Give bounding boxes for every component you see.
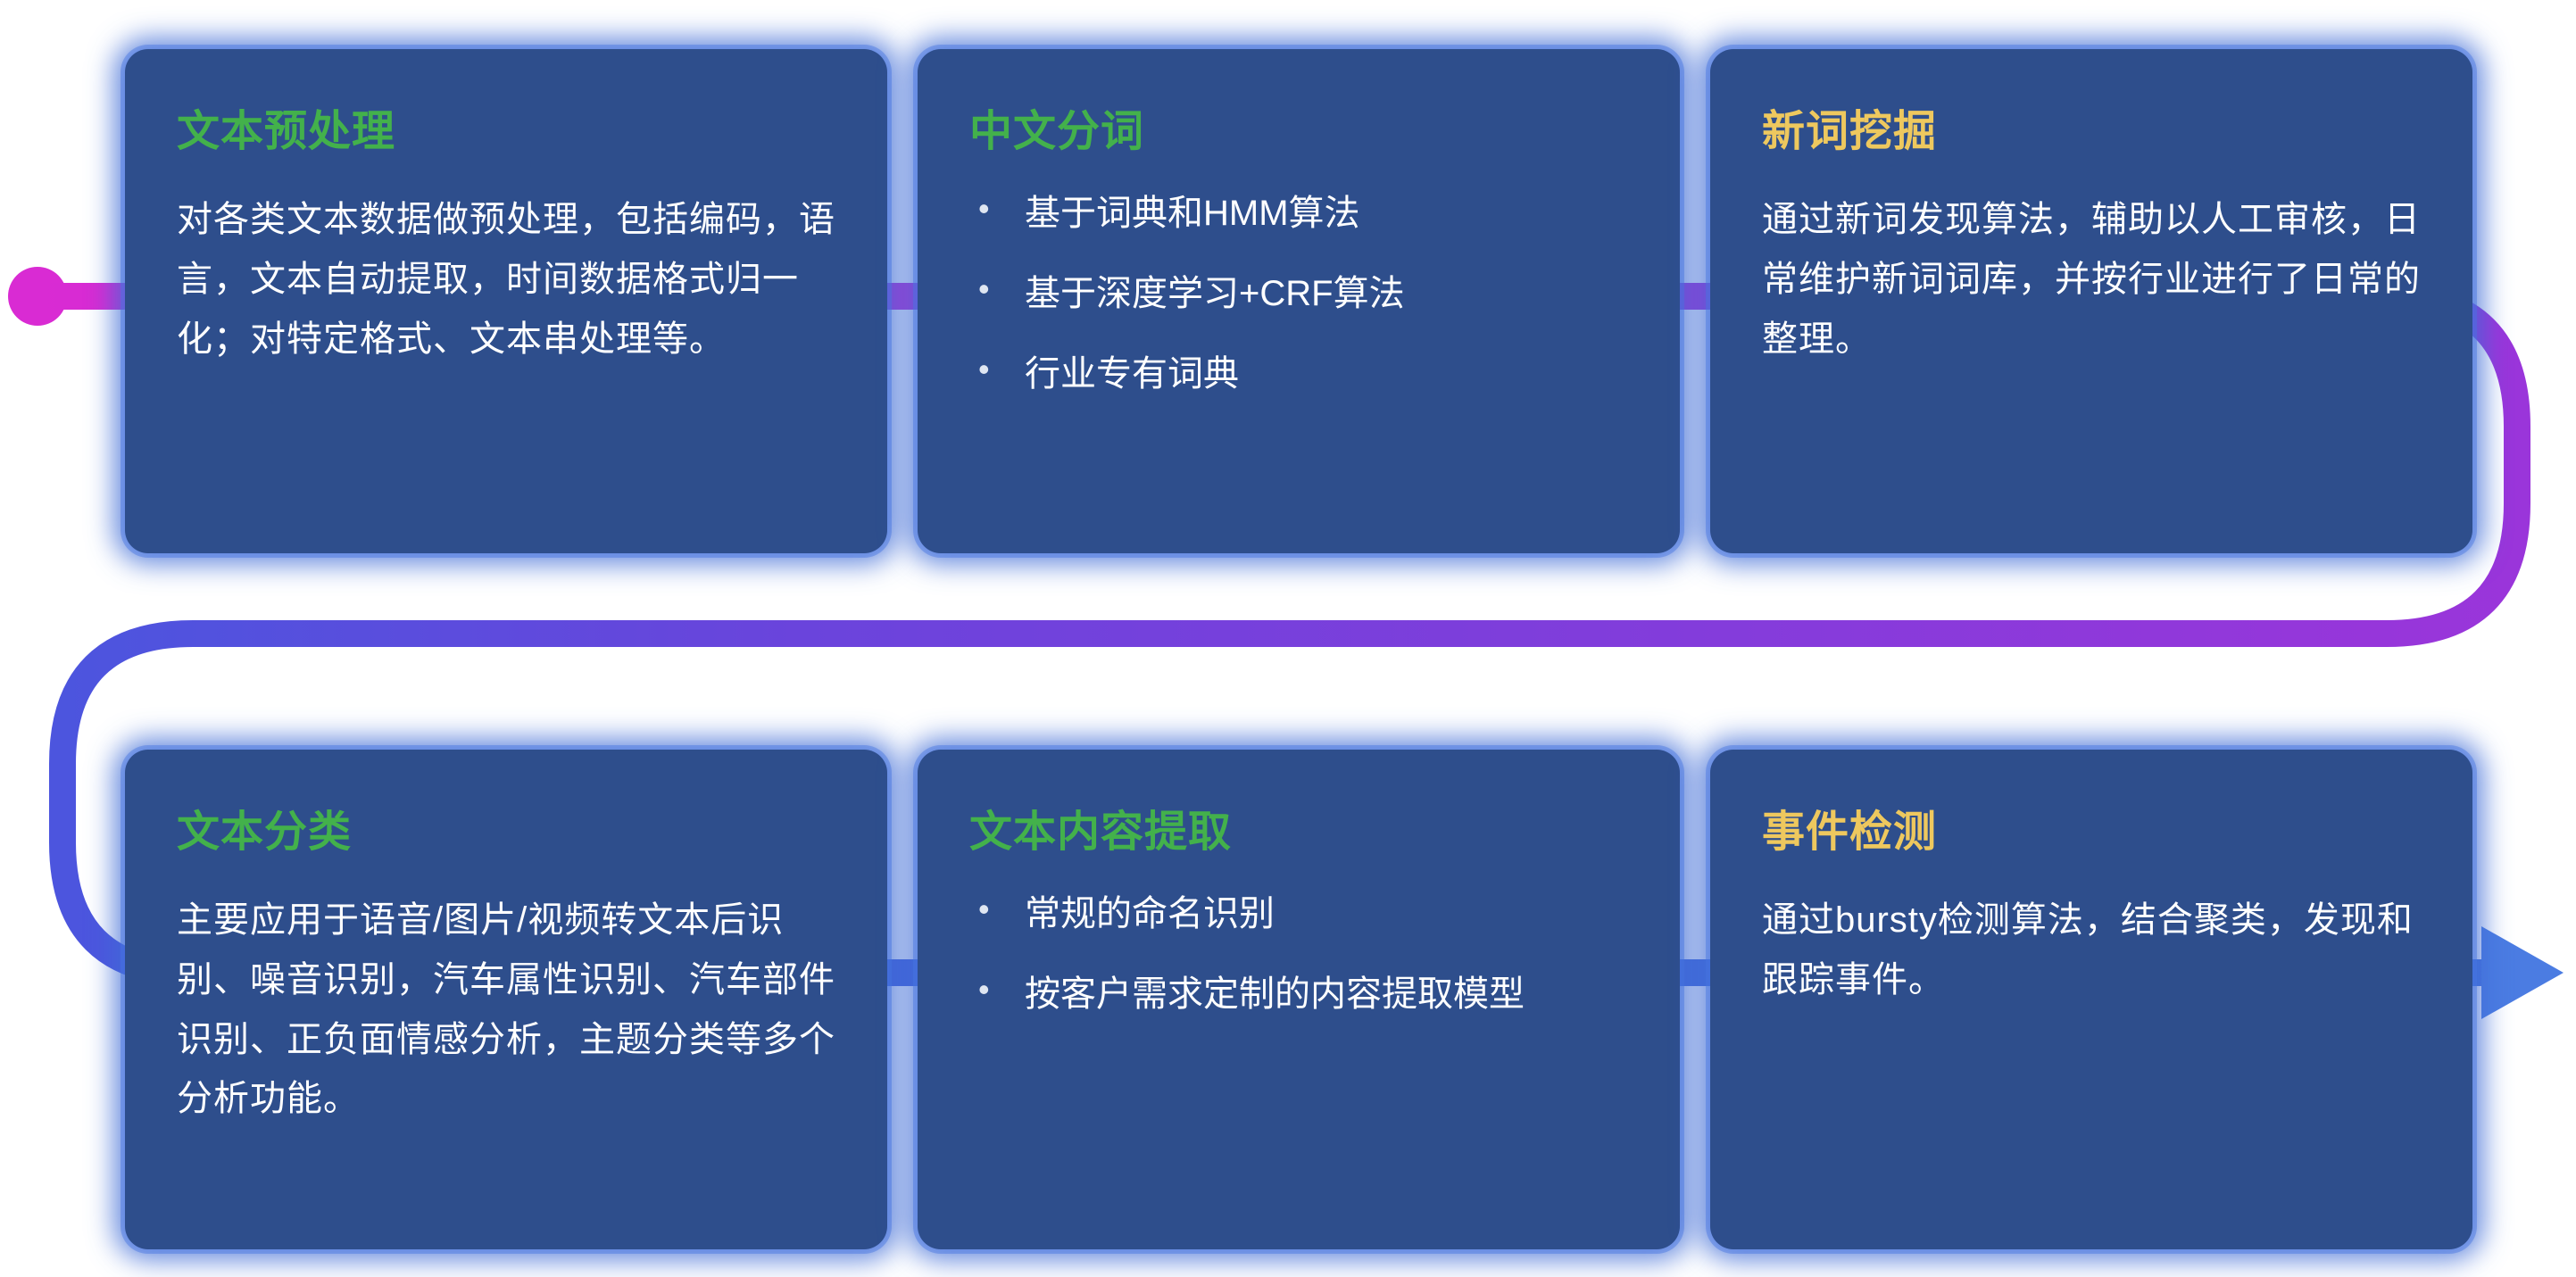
bullet-item: 按客户需求定制的内容提取模型 <box>969 969 1628 1017</box>
bullet-item: 基于深度学习+CRF算法 <box>969 269 1628 317</box>
card-bullet-list: 基于词典和HMM算法 基于深度学习+CRF算法 行业专有词典 <box>969 188 1628 397</box>
bullet-item: 常规的命名识别 <box>969 889 1628 937</box>
card-bullet-list: 常规的命名识别 按客户需求定制的内容提取模型 <box>969 889 1628 1017</box>
card-text-preprocessing: 文本预处理 对各类文本数据做预处理，包括编码，语言，文本自动提取，时间数据格式归… <box>125 49 887 553</box>
card-body: 主要应用于语音/图片/视频转文本后识别、噪音识别，汽车属性识别、汽车部件识别、正… <box>177 900 835 1119</box>
card-event-detection: 事件检测 通过bursty检测算法，结合聚类，发现和跟踪事件。 <box>1710 750 2472 1249</box>
card-body: 通过bursty检测算法，结合聚类，发现和跟踪事件。 <box>1762 900 2414 999</box>
card-body: 通过新词发现算法，辅助以人工审核，日常维护新词词库，并按行业进行了日常的整理。 <box>1762 200 2421 359</box>
bullet-item: 基于词典和HMM算法 <box>969 188 1628 236</box>
bullet-item: 行业专有词典 <box>969 349 1628 397</box>
pipeline-row-2: 文本分类 主要应用于语音/图片/视频转文本后识别、噪音识别，汽车属性识别、汽车部… <box>125 750 2472 1249</box>
card-title: 中文分词 <box>969 108 1145 155</box>
card-chinese-word-segmentation: 中文分词 基于词典和HMM算法 基于深度学习+CRF算法 行业专有词典 <box>918 49 1680 553</box>
card-text-content-extraction: 文本内容提取 常规的命名识别 按客户需求定制的内容提取模型 <box>918 750 1680 1249</box>
card-body: 对各类文本数据做预处理，包括编码，语言，文本自动提取，时间数据格式归一化；对特定… <box>177 200 835 359</box>
card-title: 文本内容提取 <box>969 808 1233 856</box>
card-text-classification: 文本分类 主要应用于语音/图片/视频转文本后识别、噪音识别，汽车属性识别、汽车部… <box>125 750 887 1249</box>
card-title: 文本分类 <box>177 808 353 856</box>
card-title: 新词挖掘 <box>1762 108 1938 155</box>
pipeline-row-1: 文本预处理 对各类文本数据做预处理，包括编码，语言，文本自动提取，时间数据格式归… <box>125 49 2472 553</box>
flow-segment-middle <box>49 502 2530 842</box>
flow-arrow-icon <box>2481 926 2564 1019</box>
card-new-word-mining: 新词挖掘 通过新词发现算法，辅助以人工审核，日常维护新词词库，并按行业进行了日常… <box>1710 49 2472 553</box>
card-title: 文本预处理 <box>177 108 396 155</box>
card-title: 事件检测 <box>1762 808 1938 856</box>
